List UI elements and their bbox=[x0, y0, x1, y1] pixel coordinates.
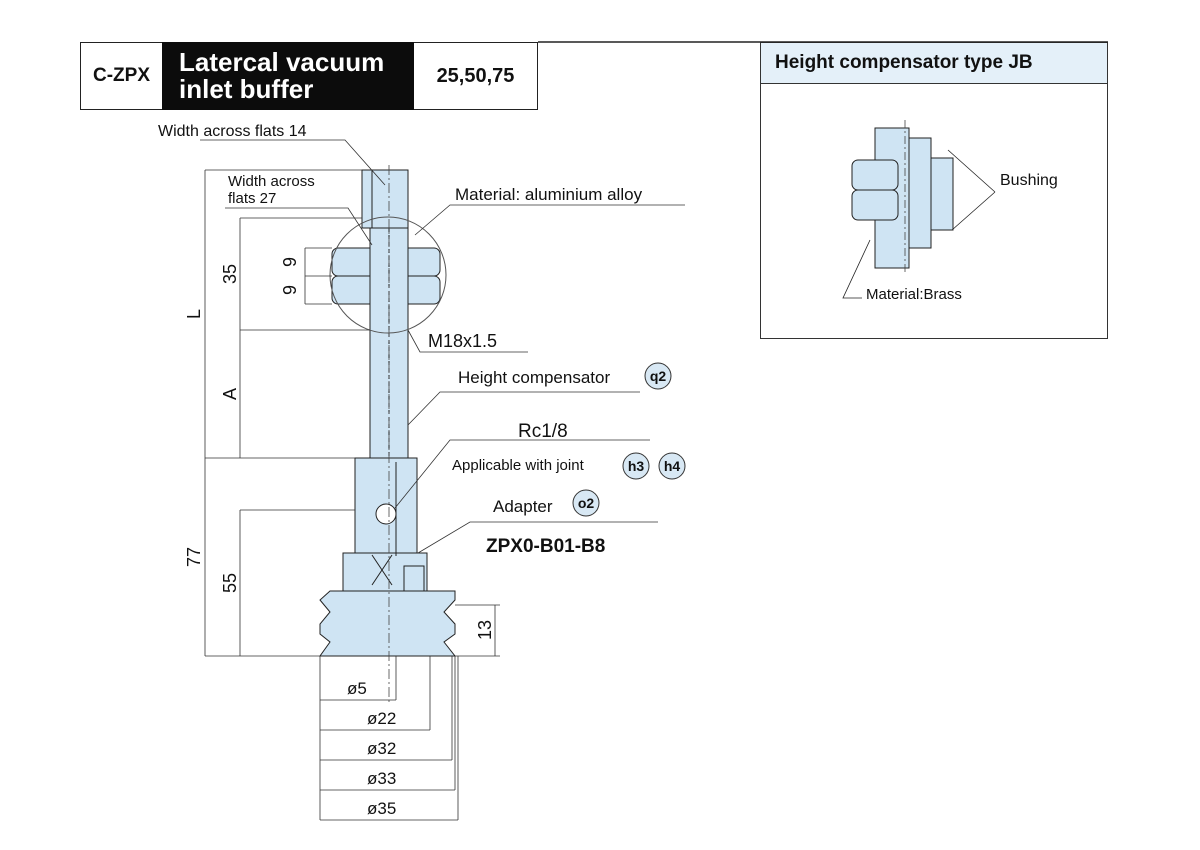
inset-label-material: Material:Brass bbox=[866, 286, 962, 303]
badge-o2: o2 bbox=[578, 495, 595, 511]
inset-nut-lower bbox=[851, 189, 899, 221]
detail-circle bbox=[329, 216, 447, 334]
badge-h3-group: h3 bbox=[622, 452, 650, 480]
inset-title: Height compensator type JB bbox=[761, 43, 1107, 84]
dim-text-phi22: ø22 bbox=[367, 709, 396, 728]
inset-panel: Height compensator type JB bbox=[760, 42, 1108, 339]
inset-nut-upper bbox=[851, 159, 899, 191]
series-name: Latercal vacuum inlet buffer bbox=[179, 49, 384, 103]
leader-adapter bbox=[417, 521, 658, 554]
dim-text-9b: 9 bbox=[280, 285, 300, 295]
label-thread: M18x1.5 bbox=[428, 331, 497, 351]
dim-text-13: 13 bbox=[475, 620, 495, 640]
inset-drawing bbox=[842, 120, 996, 299]
leader-flats-27 bbox=[225, 207, 373, 246]
badge-h4: h4 bbox=[664, 458, 681, 474]
dim-text-9a: 9 bbox=[280, 257, 300, 267]
dim-text-phi32: ø32 bbox=[367, 739, 396, 758]
badge-q2-circle bbox=[644, 362, 672, 390]
main-drawing bbox=[319, 169, 457, 657]
leader-rc bbox=[394, 439, 650, 509]
dim-text-77: 77 bbox=[184, 547, 204, 567]
dim-text-phi35: ø35 bbox=[367, 799, 396, 818]
badge-o2-circle bbox=[572, 489, 600, 517]
badge-h4-circle bbox=[658, 452, 686, 480]
dim-text-phi33: ø33 bbox=[367, 769, 396, 788]
dim-text-35: 35 bbox=[220, 264, 240, 284]
dim-text-a: A bbox=[220, 388, 240, 400]
leader-material bbox=[414, 204, 685, 236]
label-width-flats-27-line2: flats 27 bbox=[228, 190, 276, 207]
top-hex-stem bbox=[361, 169, 409, 229]
series-name-line2: inlet buffer bbox=[179, 74, 314, 104]
leader-thread bbox=[407, 329, 528, 353]
series-code: C-ZPX bbox=[93, 65, 150, 86]
leader-height-comp bbox=[407, 391, 640, 426]
label-rc: Rc1/8 bbox=[518, 421, 568, 442]
inset-label-bushing: Bushing bbox=[1000, 172, 1058, 189]
adapter-cross-line-2 bbox=[371, 554, 393, 586]
inset-bushing-body bbox=[908, 137, 932, 249]
rc-port-circle bbox=[375, 503, 397, 525]
series-name-line1: Latercal vacuum bbox=[179, 47, 385, 77]
bellows-pad bbox=[319, 590, 457, 657]
label-material-alu: Material: aluminium alloy bbox=[455, 185, 643, 204]
badge-h3-circle bbox=[622, 452, 650, 480]
inset-leader-bushing-2 bbox=[951, 191, 996, 231]
leader-flats-14 bbox=[200, 139, 386, 186]
sizes-cell: 25,50,75 bbox=[414, 42, 538, 110]
dim-text-55: 55 bbox=[220, 573, 240, 593]
inset-leader-bushing-1 bbox=[947, 149, 996, 193]
badge-q2: q2 bbox=[650, 368, 667, 384]
label-adapter: Adapter bbox=[493, 497, 553, 516]
dim-text-l: L bbox=[184, 309, 204, 319]
label-height-comp: Height compensator bbox=[458, 368, 610, 387]
dim-text-phi5: ø5 bbox=[347, 679, 367, 698]
label-width-flats-27-line1: Width across bbox=[228, 173, 315, 190]
badge-h4-group: h4 bbox=[658, 452, 686, 480]
label-model: ZPX0-B01-B8 bbox=[486, 536, 605, 557]
series-code-cell: C-ZPX bbox=[80, 42, 162, 110]
sizes-text: 25,50,75 bbox=[436, 64, 515, 87]
badge-o2-group: o2 bbox=[572, 489, 600, 517]
label-width-flats-14: Width across flats 14 bbox=[158, 123, 307, 140]
leader-lines bbox=[200, 139, 685, 554]
inset-bushing-flange bbox=[930, 157, 954, 231]
inset-leader-material bbox=[842, 239, 871, 299]
series-name-cell: Latercal vacuum inlet buffer bbox=[162, 42, 414, 110]
badge-q2-group: q2 bbox=[644, 362, 672, 390]
label-joint: Applicable with joint bbox=[452, 457, 585, 474]
badge-h3: h3 bbox=[628, 458, 645, 474]
dimension-lines bbox=[204, 169, 500, 821]
